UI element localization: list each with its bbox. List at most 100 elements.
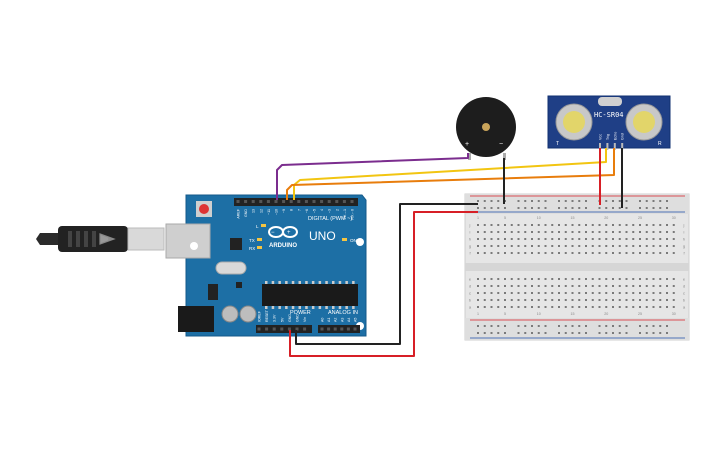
power-pin-hole[interactable]	[287, 327, 291, 331]
breadboard-hole[interactable]	[571, 245, 574, 247]
breadboard-hole[interactable]	[497, 245, 500, 247]
breadboard-hole[interactable]	[524, 238, 527, 240]
breadboard-hole[interactable]	[564, 245, 567, 247]
breadboard-hole[interactable]	[544, 224, 547, 226]
breadboard-hole[interactable]	[483, 200, 486, 202]
sensor-pin[interactable]	[621, 143, 624, 150]
breadboard-hole[interactable]	[558, 306, 560, 308]
digital-pin-hole[interactable]	[342, 200, 346, 203]
breadboard-hole[interactable]	[558, 285, 560, 287]
breadboard-hole[interactable]	[564, 207, 567, 209]
breadboard-hole[interactable]	[490, 252, 493, 254]
breadboard-hole[interactable]	[517, 200, 520, 202]
breadboard-hole[interactable]	[605, 238, 608, 240]
breadboard-hole[interactable]	[598, 238, 601, 240]
breadboard-hole[interactable]	[578, 285, 581, 287]
breadboard-hole[interactable]	[537, 252, 540, 254]
breadboard-hole[interactable]	[497, 285, 500, 287]
breadboard-hole[interactable]	[544, 325, 547, 327]
breadboard-hole[interactable]	[517, 238, 520, 240]
breadboard-hole[interactable]	[605, 200, 608, 202]
breadboard-hole[interactable]	[531, 200, 533, 202]
breadboard-hole[interactable]	[632, 231, 635, 233]
breadboard-hole[interactable]	[477, 332, 479, 334]
breadboard-hole[interactable]	[666, 207, 668, 209]
breadboard-hole[interactable]	[652, 299, 655, 301]
breadboard-hole[interactable]	[544, 278, 547, 280]
breadboard-hole[interactable]	[585, 306, 587, 308]
breadboard-hole[interactable]	[504, 238, 506, 240]
breadboard-hole[interactable]	[558, 200, 560, 202]
breadboard-hole[interactable]	[578, 245, 581, 247]
breadboard-hole[interactable]	[585, 224, 587, 226]
breadboard-hole[interactable]	[666, 306, 668, 308]
breadboard-hole[interactable]	[544, 207, 547, 209]
power-pin-hole[interactable]	[346, 327, 350, 331]
breadboard-hole[interactable]	[578, 224, 581, 226]
breadboard-hole[interactable]	[544, 252, 547, 254]
breadboard-hole[interactable]	[632, 252, 635, 254]
breadboard-hole[interactable]	[625, 285, 628, 287]
breadboard-hole[interactable]	[558, 278, 560, 280]
breadboard-hole[interactable]	[524, 299, 527, 301]
breadboard-hole[interactable]	[504, 278, 506, 280]
breadboard-hole[interactable]	[571, 299, 574, 301]
breadboard-hole[interactable]	[605, 231, 608, 233]
breadboard-hole[interactable]	[477, 207, 479, 209]
breadboard-hole[interactable]	[645, 207, 648, 209]
breadboard-hole[interactable]	[558, 299, 560, 301]
breadboard-hole[interactable]	[578, 325, 581, 327]
breadboard-hole[interactable]	[659, 292, 662, 294]
breadboard-hole[interactable]	[585, 285, 587, 287]
breadboard-hole[interactable]	[531, 332, 533, 334]
power-pin-hole[interactable]	[333, 327, 337, 331]
breadboard-hole[interactable]	[571, 200, 574, 202]
breadboard-hole[interactable]	[645, 238, 648, 240]
digital-pin-hole[interactable]	[320, 200, 324, 203]
breadboard-hole[interactable]	[605, 245, 608, 247]
breadboard-hole[interactable]	[551, 238, 554, 240]
breadboard-hole[interactable]	[524, 252, 527, 254]
breadboard-hole[interactable]	[645, 285, 648, 287]
breadboard-hole[interactable]	[564, 306, 567, 308]
breadboard-hole[interactable]	[652, 245, 655, 247]
breadboard-hole[interactable]	[483, 238, 486, 240]
breadboard-hole[interactable]	[666, 245, 668, 247]
breadboard-hole[interactable]	[598, 299, 601, 301]
breadboard-hole[interactable]	[517, 332, 520, 334]
breadboard-hole[interactable]	[537, 207, 540, 209]
breadboard-hole[interactable]	[477, 306, 479, 308]
breadboard-hole[interactable]	[544, 332, 547, 334]
breadboard-hole[interactable]	[625, 207, 628, 209]
breadboard-hole[interactable]	[483, 325, 486, 327]
breadboard-hole[interactable]	[564, 238, 567, 240]
breadboard-hole[interactable]	[618, 292, 621, 294]
breadboard-hole[interactable]	[598, 207, 601, 209]
breadboard-hole[interactable]	[504, 224, 506, 226]
breadboard-hole[interactable]	[612, 285, 614, 287]
breadboard-hole[interactable]	[504, 231, 506, 233]
breadboard-hole[interactable]	[666, 292, 668, 294]
breadboard-hole[interactable]	[639, 292, 641, 294]
breadboard-hole[interactable]	[497, 200, 500, 202]
breadboard-hole[interactable]	[585, 245, 587, 247]
digital-pin-hole[interactable]	[259, 200, 263, 203]
breadboard-hole[interactable]	[497, 299, 500, 301]
breadboard-hole[interactable]	[571, 306, 574, 308]
breadboard-hole[interactable]	[639, 245, 641, 247]
breadboard-hole[interactable]	[612, 207, 614, 209]
breadboard-hole[interactable]	[591, 299, 594, 301]
breadboard-hole[interactable]	[510, 224, 513, 226]
digital-pin-hole[interactable]	[266, 200, 270, 203]
breadboard-hole[interactable]	[672, 306, 675, 308]
digital-pin-hole[interactable]	[236, 200, 240, 203]
digital-pin-hole[interactable]	[304, 200, 308, 203]
reset-button-cap[interactable]	[199, 204, 209, 214]
breadboard-hole[interactable]	[571, 332, 574, 334]
breadboard-hole[interactable]	[578, 252, 581, 254]
breadboard-hole[interactable]	[578, 306, 581, 308]
breadboard-hole[interactable]	[517, 231, 520, 233]
breadboard-hole[interactable]	[517, 299, 520, 301]
power-pin-hole[interactable]	[257, 327, 261, 331]
